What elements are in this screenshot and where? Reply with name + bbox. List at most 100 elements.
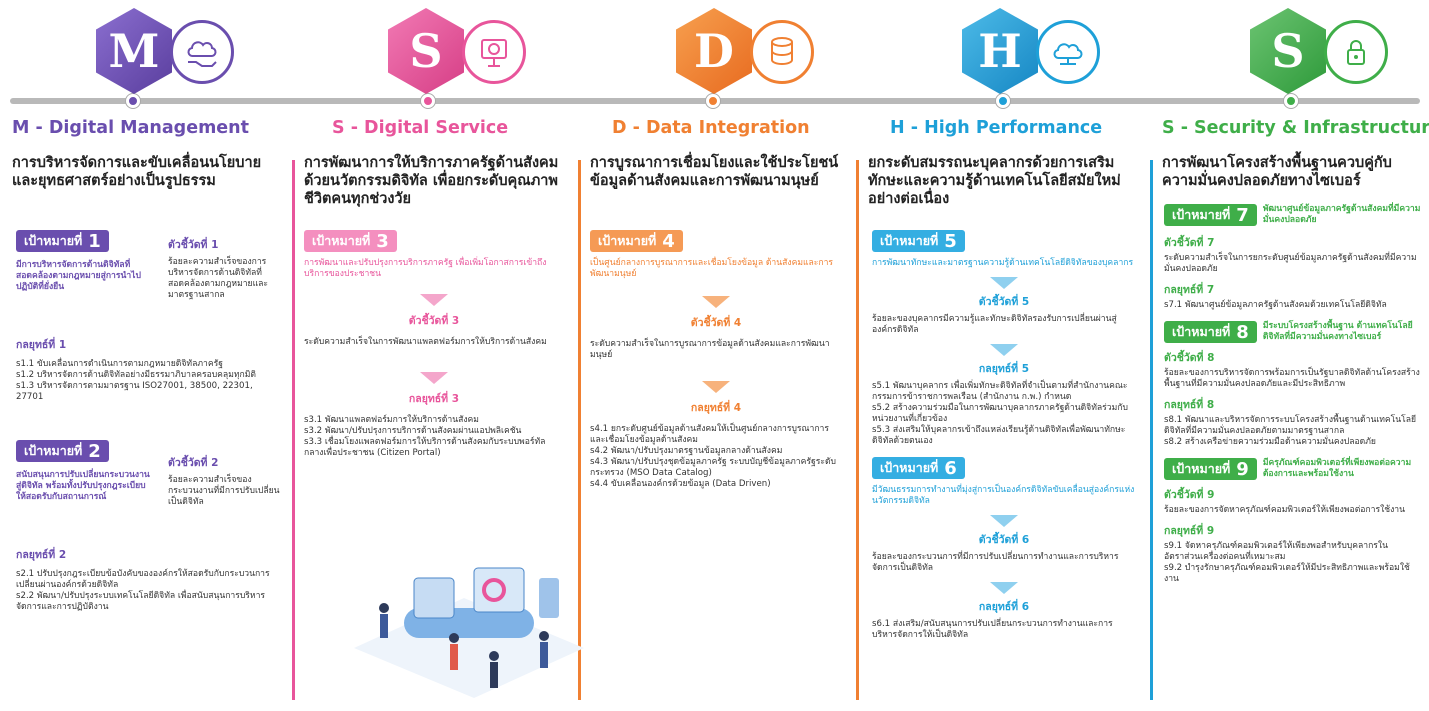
chevron-down-icon (990, 515, 1018, 527)
indicator-text: ร้อยละของกระบวนการที่มีการปรับเปลี่ยนการ… (872, 552, 1119, 573)
chevron-down-icon (420, 294, 448, 306)
goal-label: เป้าหมายที่ (880, 460, 939, 475)
goal-badge-3: เป้าหมายที่3 (304, 230, 397, 252)
indicator-text: ระดับความสำเร็จในการบูรณาการข้อมูลด้านสั… (590, 339, 830, 360)
strategy-item: s3.3 เชื่อมโยงแพลตฟอร์มการให้บริการด้านส… (304, 437, 546, 458)
chevron-down-icon (702, 381, 730, 393)
strategy-item: s4.3 พัฒนา/ปรับปรุงชุดข้อมูลภาครัฐ ระบบบ… (590, 457, 836, 478)
strategy-label: กลยุทธ์ที่ 9 (1164, 525, 1215, 537)
column-security-infrastructure: S - Security & Infrastructure การพัฒนาโค… (1162, 118, 1429, 711)
indicator-text: ระดับความสำเร็จในการพัฒนาแพลตฟอร์มการให้… (304, 337, 547, 347)
goal-number: 4 (662, 230, 675, 252)
column-high-performance: H - High Performance ยกระดับสมรรถนะบุคลา… (868, 118, 1140, 711)
indicator-label: ตัวชี้วัดที่ 9 (1164, 489, 1215, 501)
strategy-item: s4.4 ขับเคลื่อนองค์กรด้วยข้อมูล (Data Dr… (590, 479, 771, 489)
strategy-label: กลยุทธ์ที่ 3 (408, 393, 460, 405)
goal-badge-2: เป้าหมายที่ 2 (16, 440, 109, 462)
goal-number: 5 (944, 230, 957, 252)
strategy-label: กลยุทธ์ที่ 5 (978, 363, 1030, 375)
indicator-text: ร้อยละความสำเร็จของการบริหารจัดการด้านดิ… (168, 257, 269, 300)
divider-h (856, 160, 859, 700)
column-title: H - High Performance (890, 118, 1103, 138)
goal-label: เป้าหมายที่ (24, 443, 83, 458)
chevron-down-icon (990, 582, 1018, 594)
goal-text: มีครุภัณฑ์คอมพิวเตอร์ที่เพียงพอต่อความต้… (1262, 458, 1412, 479)
indicator-label: ตัวชี้วัดที่ 4 (690, 317, 742, 329)
strategy-item: s1.2 บริหารจัดการด้านดิจิทัลอย่างมีธรรมา… (16, 370, 256, 380)
indicator-label: ตัวชี้วัดที่ 3 (408, 315, 460, 327)
indicator-label: ตัวชี้วัดที่ 1 (168, 239, 219, 251)
divider-s1 (292, 160, 295, 700)
database-icon (750, 20, 814, 84)
column-digital-service: S - Digital Service การพัฒนาการให้บริการ… (304, 118, 584, 711)
strategy-item: s5.3 ส่งเสริมให้บุคลากรเข้าถึงแหล่งเรียน… (872, 425, 1126, 446)
strategy-item: s3.1 พัฒนาแพลตฟอร์มการให้บริการด้านสังคม (304, 415, 479, 425)
column-title: D - Data Integration (612, 118, 810, 138)
chevron-down-icon (702, 296, 730, 308)
column-title: S - Digital Service (332, 118, 509, 138)
goal-badge-1: เป้าหมายที่1 (16, 230, 109, 252)
strategy-item: s4.2 พัฒนา/ปรับปรุงมาตรฐานข้อมูลกลางด้าน… (590, 446, 783, 456)
strategy-item: s8.2 สร้างเครือข่ายความร่วมมือด้านความมั… (1164, 437, 1376, 447)
digital-people-illustration (344, 538, 594, 698)
hex-letter-h: H (962, 8, 1038, 94)
goal-badge-5: เป้าหมายที่ 5 (872, 230, 965, 252)
goal-badge-8: เป้าหมายที่8 (1164, 321, 1257, 343)
network-cloud-icon (1036, 20, 1100, 84)
goal-text: มีการบริหารจัดการด้านดิจิทัลที่สอดคล้องต… (16, 260, 141, 292)
strategy-label: กลยุทธ์ที่ 4 (690, 402, 742, 414)
timeline-dot-h (996, 94, 1010, 108)
goal-label: เป้าหมายที่ (880, 233, 939, 248)
indicator-text: ระดับความสำเร็จในการยกระดับศูนย์ข้อมูลภา… (1164, 253, 1417, 274)
goal-label: เป้าหมายที่ (1172, 461, 1231, 476)
cloud-hand-icon (170, 20, 234, 84)
strategy-label: กลยุทธ์ที่ 2 (16, 549, 67, 561)
goal-number: 9 (1236, 458, 1249, 480)
goal-text: พัฒนาศูนย์ข้อมูลภาครัฐด้านสังคมที่มีความ… (1262, 204, 1421, 225)
hex-letter-s2: S (1250, 8, 1326, 94)
timeline-dot-s1 (421, 94, 435, 108)
indicator-label: ตัวชี้วัดที่ 2 (168, 457, 219, 469)
strategy-item: s5.1 พัฒนาบุคลากร เพื่อเพิ่มทักษะดิจิทัล… (872, 381, 1128, 402)
goal-number: 8 (1236, 321, 1249, 343)
chevron-down-icon (420, 372, 448, 384)
goal-label: เป้าหมายที่ (312, 233, 371, 248)
hex-letter-s1: S (388, 8, 464, 94)
goal-text: การพัฒนาและปรับปรุงการบริการภาครัฐ เพื่อ… (304, 258, 547, 279)
goal-number: 6 (944, 457, 957, 479)
goal-badge-6: เป้าหมายที่ 6 (872, 457, 965, 479)
strategy-item: s5.2 สร้างความร่วมมือในการพัฒนาบุคลากรภา… (872, 403, 1128, 424)
strategy-item: s1.3 บริหารจัดการตามมาตรฐาน ISO27001, 38… (16, 381, 253, 402)
strategy-item: s2.2 พัฒนา/ปรับปรุงระบบเทคโนโลยีดิจิทัล … (16, 591, 266, 612)
indicator-label: ตัวชี้วัดที่ 8 (1164, 352, 1215, 364)
timeline-dot-d (706, 94, 720, 108)
goal-badge-7: เป้าหมายที่7 (1164, 204, 1257, 226)
hex-letter-d: D (676, 8, 752, 94)
cyber-lock-icon (1324, 20, 1388, 84)
goal-text: มีระบบโครงสร้างพื้นฐาน ด้านเทคโนโลยีดิจิ… (1262, 321, 1413, 342)
chevron-down-icon (990, 344, 1018, 356)
goal-label: เป้าหมายที่ (24, 233, 83, 248)
indicator-text: ร้อยละของบุคลากรมีความรู้และทักษะดิจิทัล… (872, 314, 1117, 335)
divider-s2 (1150, 160, 1153, 700)
goal-label: เป้าหมายที่ (598, 233, 657, 248)
strategy-item: s6.1 ส่งเสริม/สนับสนุนการปรับเปลี่ยนกระบ… (872, 619, 1113, 640)
strategy-item: s8.1 พัฒนาและบริหารจัดการระบบโครงสร้างพื… (1164, 415, 1417, 436)
timeline-dot-m (126, 94, 140, 108)
indicator-label: ตัวชี้วัดที่ 5 (978, 296, 1030, 308)
column-data-integration: D - Data Integration การบูรณาการเชื่อมโย… (590, 118, 846, 711)
strategy-label: กลยุทธ์ที่ 1 (16, 339, 67, 351)
hex-letter-m: M (96, 8, 172, 94)
strategy-item: s1.1 ขับเคลื่อนการดำเนินการตามกฎหมายดิจิ… (16, 359, 223, 369)
goal-badge-4: เป้าหมายที่ 4 (590, 230, 683, 252)
divider-d (578, 160, 581, 700)
touch-screen-icon (462, 20, 526, 84)
strategy-label: กลยุทธ์ที่ 6 (978, 601, 1030, 613)
strategy-label: กลยุทธ์ที่ 8 (1164, 399, 1215, 411)
column-title: M - Digital Management (12, 118, 249, 138)
goal-number: 7 (1236, 204, 1249, 226)
indicator-text: ร้อยละของการจัดหาครุภัณฑ์คอมพิวเตอร์ให้เ… (1164, 505, 1406, 515)
goal-number: 2 (88, 440, 101, 462)
column-heading: การบูรณาการเชื่อมโยงและใช้ประโยชน์ข้อมูล… (590, 155, 839, 189)
timeline-dot-s2 (1284, 94, 1298, 108)
